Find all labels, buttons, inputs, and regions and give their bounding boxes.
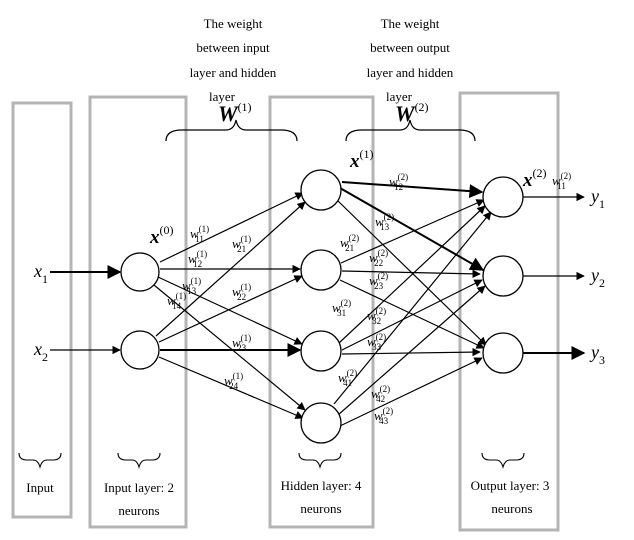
weights-layer-2: w(2)11 w(2)12 w(2)13 w(2)21 w(2)22 w(2)2… <box>332 171 571 426</box>
weight-w41-2: w(2)41 <box>338 368 357 388</box>
weight-w12-1: w(1)12 <box>188 249 207 269</box>
weight-w32-2: w(2)32 <box>367 306 386 326</box>
output-layer-brace <box>481 452 525 469</box>
input-neuron-1 <box>120 252 160 292</box>
hidden-layer-caption-line-1: Hidden layer: 4 <box>281 478 362 493</box>
weight-w21-1: w(1)21 <box>232 234 251 254</box>
w1-caption-line: layer and hidden <box>190 65 277 80</box>
weight-w12-2: w(2)12 <box>389 172 408 192</box>
neurons <box>120 169 524 444</box>
output-layer-caption-line-1: Output layer: 3 <box>471 478 550 493</box>
input-layer-caption-line-2: neurons <box>118 503 159 518</box>
input-frame <box>11 101 73 519</box>
w1-matrix-label: W(1) <box>218 100 252 126</box>
hidden-neuron-1 <box>300 169 342 211</box>
input-neuron-2 <box>120 330 160 370</box>
hidden-layer-caption-line-2: neurons <box>300 501 341 516</box>
output-y2-label: y2 <box>589 265 605 290</box>
weight-w11-2: w(2)11 <box>552 171 571 191</box>
weight-w22-2: w(2)22 <box>369 248 388 268</box>
weight-w11-1: w(1)11 <box>190 224 209 244</box>
io-arrows <box>50 192 586 360</box>
w1-brace <box>165 119 298 142</box>
weight-w23-2: w(2)23 <box>369 271 388 291</box>
input-layer-frame <box>88 95 188 529</box>
w2-caption-line: between output <box>370 40 450 55</box>
w2-caption-line: layer <box>386 89 413 104</box>
weight-w24-1: w(1)24 <box>224 371 243 391</box>
input-brace <box>18 452 62 469</box>
weight-w33-2: w(2)33 <box>367 332 386 352</box>
hidden-layer-frame <box>268 95 375 529</box>
x2-vector-label: x(2) <box>522 166 547 191</box>
output-y1-label: y1 <box>589 186 605 211</box>
input-layer-brace <box>117 452 161 469</box>
layer-captions: Input Input layer: 2 neurons Hidden laye… <box>26 478 549 518</box>
output-neuron-3 <box>482 332 524 374</box>
output-layer-caption-line-2: neurons <box>491 501 532 516</box>
x1-vector-label: x(1) <box>349 147 374 172</box>
hidden-neuron-3 <box>300 330 342 372</box>
weights-layer-1: w(1)11 w(1)12 w(1)13 w(1)14 w(1)21 w(1)2… <box>167 224 251 391</box>
input-caption: Input <box>26 480 54 495</box>
x0-vector-label: x(0) <box>149 223 174 248</box>
w1-caption-line: layer <box>209 89 236 104</box>
w2-caption-line: layer and hidden <box>367 65 454 80</box>
connections-layer-2 <box>333 181 492 427</box>
hidden-layer-brace <box>298 452 342 469</box>
weight-w14-1: w(1)14 <box>167 291 186 311</box>
w2-matrix-label: W(2) <box>395 100 429 126</box>
w2-brace <box>345 119 476 142</box>
output-y3-label: y3 <box>589 342 605 367</box>
weight-w13-1: w(1)13 <box>182 276 201 296</box>
input-x1-label: x1 <box>33 261 48 286</box>
weight-w23-1: w(1)23 <box>232 333 251 353</box>
input-x2-label: x2 <box>33 339 48 364</box>
output-neuron-2 <box>482 255 524 297</box>
weight-w22-1: w(1)22 <box>232 282 251 302</box>
w2-annotation: The weight between output layer and hidd… <box>367 16 454 104</box>
w1-caption-line: between input <box>196 40 270 55</box>
weight-w21-2: w(2)21 <box>340 233 359 253</box>
weight-w43-2: w(2)43 <box>374 406 393 426</box>
weight-w31-2: w(2)31 <box>332 298 351 318</box>
connections-layer-1 <box>153 192 306 419</box>
input-layer-caption-line-1: Input layer: 2 <box>104 480 174 495</box>
hidden-neuron-4 <box>300 402 342 444</box>
weight-w13-2: w(2)13 <box>375 212 394 232</box>
w1-annotation: The weight between input layer and hidde… <box>190 16 277 104</box>
w2-caption-line: The weight <box>381 16 440 31</box>
w1-caption-line: The weight <box>204 16 263 31</box>
output-layer-frame <box>458 91 560 532</box>
output-neuron-1 <box>482 176 524 218</box>
weight-w42-2: w(2)42 <box>371 384 390 404</box>
hidden-neuron-2 <box>300 249 342 291</box>
